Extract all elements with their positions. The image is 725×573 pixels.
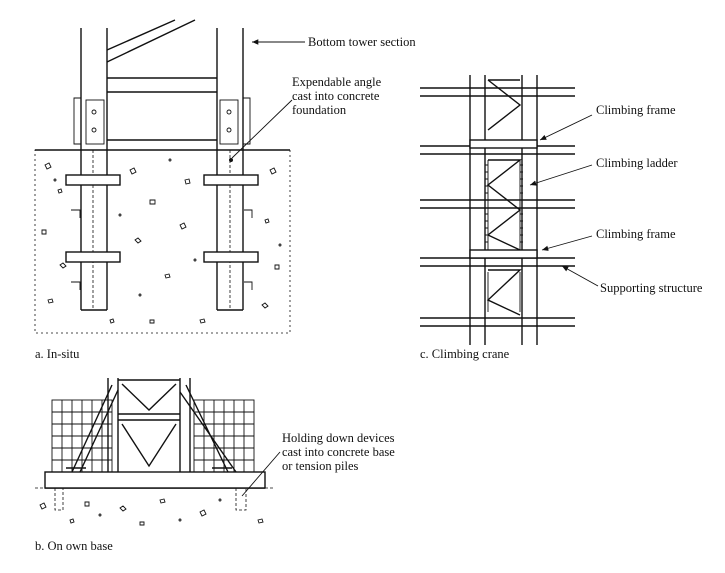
floor-beam-4 <box>420 257 575 267</box>
horizontal-chord <box>107 77 217 93</box>
tension-piles <box>54 488 247 511</box>
diagonal-struts <box>71 384 237 473</box>
climbing-frame-top-label: Climbing frame <box>596 103 676 117</box>
floor-beam-3 <box>420 199 575 209</box>
tower-mast <box>469 75 538 345</box>
concrete-aggregate <box>41 158 282 324</box>
expendable-angle-leader <box>231 99 293 159</box>
diagram-own-base: Holding down devices cast into concrete … <box>35 378 398 553</box>
climbing-frame-top-leader <box>539 114 593 141</box>
climbing-ladder-label: Climbing ladder <box>596 156 678 170</box>
tower-leg-left <box>65 28 121 311</box>
supporting-structure-leader <box>561 265 599 287</box>
climbing-ladder <box>485 160 523 312</box>
floor-beam-1 <box>420 87 575 97</box>
bottom-tower-section-label: Bottom tower section <box>308 35 416 49</box>
tower-leg-right <box>203 28 259 311</box>
diagonal-brace <box>106 19 196 63</box>
floor-beam-5 <box>420 317 575 327</box>
supporting-structure-label: Supporting structure <box>600 281 703 295</box>
climbing-frame-top <box>469 139 538 149</box>
caption-in-situ: a. In-situ <box>35 347 80 361</box>
holding-down-label: Holding down devices cast into concrete … <box>282 431 398 473</box>
caption-own-base: b. On own base <box>35 539 113 553</box>
diagram-in-situ: Bottom tower section Expendable angle ca… <box>34 19 416 361</box>
climbing-ladder-leader <box>529 164 593 186</box>
ballast-grid-left <box>51 399 113 473</box>
climbing-frame-bottom-leader <box>541 235 593 251</box>
base-aggregate <box>39 498 264 526</box>
mast-lattice <box>486 79 523 316</box>
tower-base-section <box>107 378 191 472</box>
concrete-foundation <box>34 149 291 334</box>
ballast-grid-right <box>193 399 255 473</box>
holding-down-leader <box>241 451 281 497</box>
caption-climbing-crane: c. Climbing crane <box>420 347 510 361</box>
climbing-frame-bottom-label: Climbing frame <box>596 227 676 241</box>
expendable-angle-label: Expendable angle cast into concrete foun… <box>292 75 384 117</box>
diagram-climbing-crane: Climbing frame Climbing ladder Climbing … <box>420 75 703 361</box>
concrete-base-slab <box>44 471 266 489</box>
climbing-frame-bottom <box>469 249 538 259</box>
